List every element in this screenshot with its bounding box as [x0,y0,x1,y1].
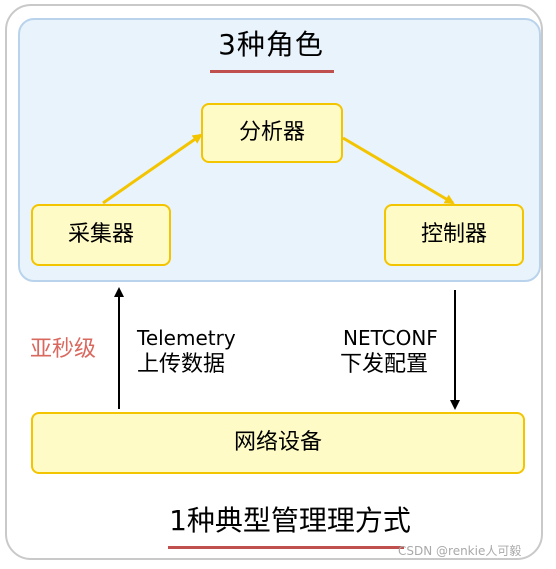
collector-label: 采集器 [67,222,134,247]
analyzer-node: 分析器 [201,103,343,163]
roles-title-underline [210,70,334,73]
controller-label: 控制器 [420,222,487,247]
netconf-protocol-label: NETCONF [343,326,438,350]
network-device-label: 网络设备 [233,430,322,455]
network-device-node: 网络设备 [31,412,525,474]
watermark: CSDN @renkie人可毅 [398,544,522,558]
analyzer-label: 分析器 [238,120,305,145]
latency-label: 亚秒级 [30,337,97,362]
management-mode-title: 1种典型管理理方式 [169,504,411,537]
telemetry-protocol-label: Telemetry [137,326,236,350]
management-mode-underline [168,546,404,549]
controller-node: 控制器 [384,204,524,266]
deliver-config-label: 下发配置 [340,352,429,377]
roles-title: 3种角色 [218,28,324,61]
collector-node: 采集器 [31,204,171,266]
upload-data-label: 上传数据 [137,352,226,377]
